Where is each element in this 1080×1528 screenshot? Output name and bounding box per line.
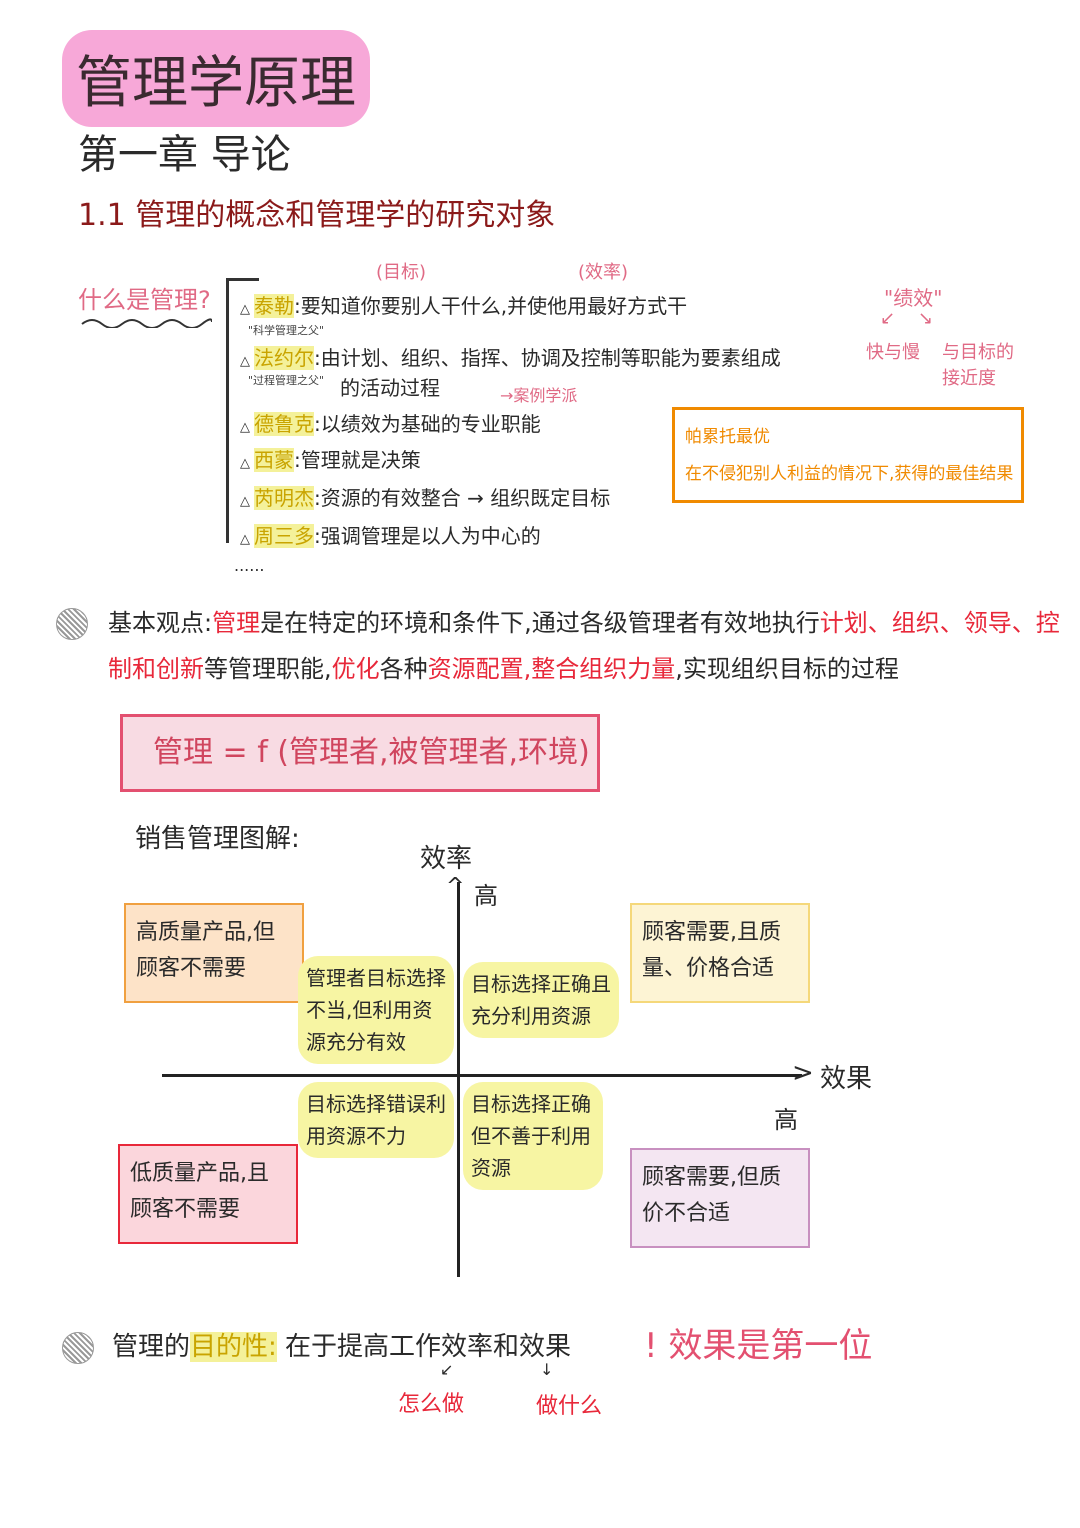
section-heading: 1.1 管理的概念和管理学的研究对象	[78, 198, 556, 233]
page-title: 管理学原理	[62, 30, 370, 127]
purpose-line: 管理的目的性: 在于提高工作效率和效果	[112, 1332, 572, 1362]
definition-zhou: △周三多:强调管理是以人为中心的	[240, 524, 541, 548]
x-arrow-icon: >	[792, 1058, 814, 1088]
quadrant-bottom-right: 顾客需要,但质价不合适	[630, 1148, 810, 1248]
question-heading: 什么是管理?	[78, 286, 211, 314]
quadrant-top-right: 顾客需要,且质量、价格合适	[630, 903, 810, 1003]
chapter-heading: 第一章 导论	[78, 132, 291, 178]
formula-box: 管理 = f (管理者,被管理者,环境)	[120, 714, 600, 792]
arrow-icon: ↓	[540, 1360, 554, 1379]
y-axis-label: 效率	[420, 844, 473, 874]
definition-taylor: △泰勒:要知道你要别人干什么,并使他用最好方式干	[240, 294, 688, 318]
case-school-note: →案例学派	[500, 386, 578, 405]
diagram-title: 销售管理图解:	[135, 824, 300, 854]
pareto-text: 在不侵犯别人利益的情况下,获得的最佳结果	[685, 464, 1014, 484]
wavy-underline	[81, 318, 212, 328]
efficiency-annotation: (效率)	[578, 262, 629, 283]
quadrant-bottom-left: 低质量产品,且顾客不需要	[118, 1144, 298, 1244]
definition-drucker: △德鲁克:以绩效为基础的专业职能	[240, 412, 541, 436]
basic-view: 基本观点:管理是在特定的环境和条件下,通过各级管理者有效地执行计划、组织、领导、…	[108, 609, 1060, 683]
taylor-note: "科学管理之父"	[248, 324, 325, 337]
performance-closeness-2: 接近度	[942, 368, 996, 389]
inner-quadrant-bottom-right: 目标选择正确但不善于利用资源	[463, 1082, 603, 1190]
definition-simon: △西蒙:管理就是决策	[240, 448, 421, 472]
inner-quadrant-bottom-left: 目标选择错误利用资源不力	[298, 1082, 454, 1158]
goal-annotation: (目标)	[376, 262, 427, 283]
striped-bullet-icon	[62, 1332, 94, 1364]
y-axis	[457, 882, 460, 1277]
how-label: 怎么做	[398, 1392, 465, 1417]
x-axis	[162, 1074, 802, 1077]
definition-fayol: △法约尔:由计划、组织、指挥、协调及控制等职能为要素组成	[240, 346, 781, 370]
definition-rui: △芮明杰:资源的有效整合 → 组织既定目标	[240, 486, 611, 510]
y-arrow-icon: ^	[446, 874, 465, 899]
ellipsis: ......	[234, 556, 265, 575]
x-axis-label: 效果	[820, 1064, 873, 1094]
x-high-label: 高	[774, 1106, 798, 1134]
bracket-divider	[226, 278, 259, 543]
performance-arrows: ↙ ↘	[880, 308, 934, 329]
arrow-icon: ↙	[440, 1360, 454, 1379]
performance-closeness: 与目标的	[942, 342, 1014, 363]
pareto-title: 帕累托最优	[685, 427, 770, 447]
y-high-label: 高	[474, 882, 498, 910]
quadrant-top-left: 高质量产品,但顾客不需要	[124, 903, 304, 1003]
pareto-box: 帕累托最优 在不侵犯别人利益的情况下,获得的最佳结果	[672, 407, 1024, 503]
fayol-note: "过程管理之父"	[248, 374, 325, 387]
performance-label: "绩效"	[884, 286, 943, 310]
performance-speed: 快与慢	[866, 342, 920, 363]
what-label: 做什么	[536, 1394, 603, 1419]
inner-quadrant-top-left: 管理者目标选择不当,但利用资源充分有效	[298, 956, 454, 1064]
fayol-continued: 的活动过程	[340, 376, 440, 400]
striped-bullet-icon	[56, 608, 88, 640]
effect-first-note: ! 效果是第一位	[644, 1326, 873, 1366]
inner-quadrant-top-right: 目标选择正确且充分利用资源	[463, 962, 619, 1038]
